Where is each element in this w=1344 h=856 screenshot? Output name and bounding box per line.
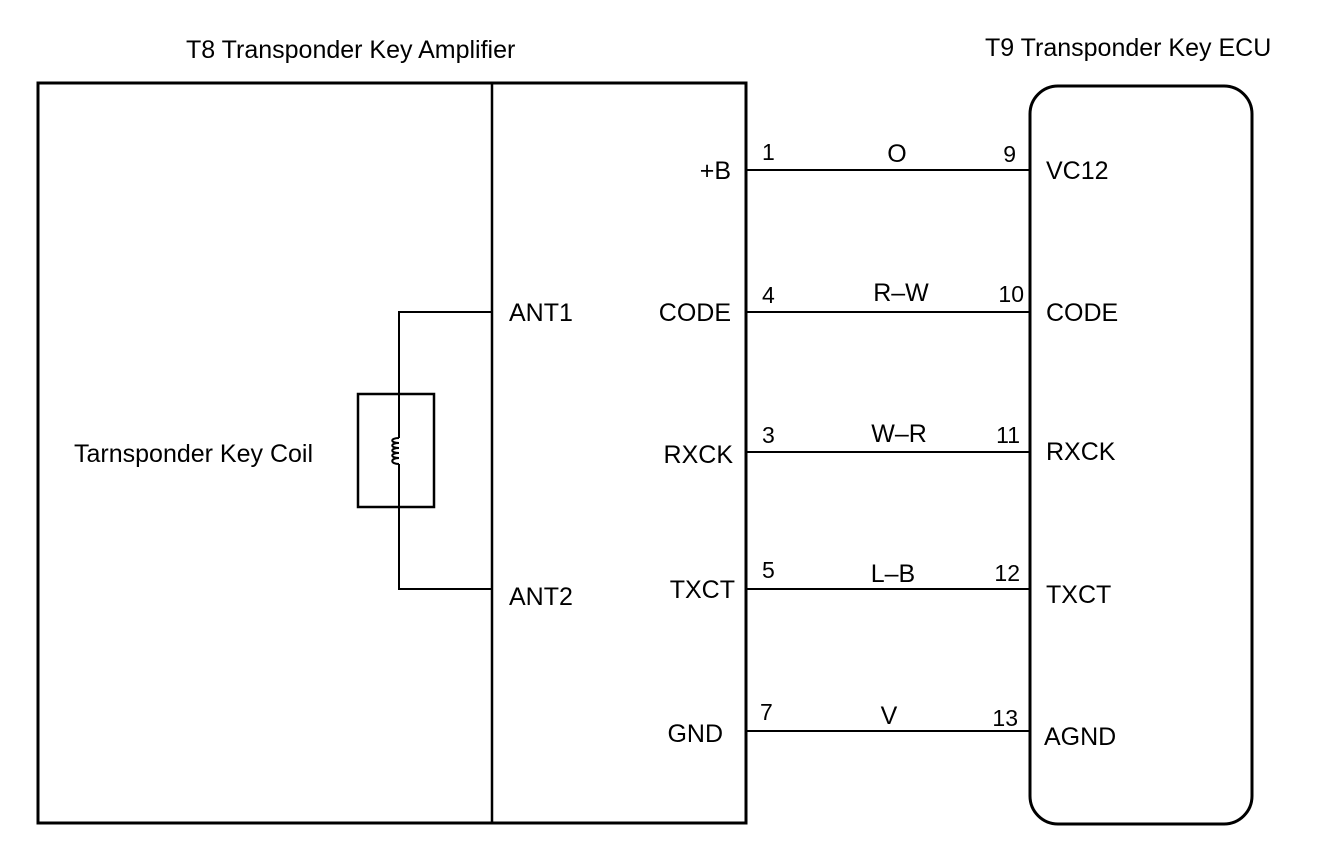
ecu-pin-number: 11: [996, 422, 1020, 448]
wire-row: GND 7 V 13 AGND: [667, 699, 1116, 751]
amp-pin-number: 1: [762, 139, 775, 165]
ecu-box: [1028, 84, 1254, 826]
amp-terminal-label: +B: [700, 157, 731, 185]
ecu-terminal-label: TXCT: [1046, 581, 1111, 609]
wire-color-code: W–R: [871, 420, 927, 448]
wire-color-code: R–W: [873, 279, 929, 307]
amp-terminal-label: RXCK: [664, 441, 734, 469]
wire-color-code: L–B: [871, 560, 915, 588]
ecu-terminal-label: AGND: [1044, 723, 1116, 751]
wire-row: CODE 4 R–W 10 CODE: [659, 279, 1118, 327]
amp-pin-number: 4: [762, 282, 775, 308]
ant1-label: ANT1: [509, 299, 573, 327]
wire-row: RXCK 3 W–R 11 RXCK: [664, 420, 1116, 469]
amp-terminal-label: CODE: [659, 299, 731, 327]
ant2-label: ANT2: [509, 583, 573, 611]
amp-terminal-label: GND: [667, 720, 723, 748]
ecu-terminal-label: VC12: [1046, 157, 1109, 185]
ecu-pin-number: 12: [994, 560, 1020, 586]
wire-row: TXCT 5 L–B 12 TXCT: [670, 557, 1112, 609]
coil-winding-icon: [391, 437, 400, 465]
coil-wire-ant2: [398, 464, 492, 590]
wire-row: +B 1 O 9 VC12: [700, 139, 1109, 185]
coil-label: Tarnsponder Key Coil: [74, 440, 313, 468]
ecu-pin-number: 10: [998, 281, 1024, 307]
ecu-terminal-label: RXCK: [1046, 438, 1116, 466]
wire-color-code: O: [887, 140, 906, 168]
wire-color-code: V: [881, 702, 898, 730]
ecu-title: T9 Transponder Key ECU: [985, 34, 1271, 62]
amplifier-title: T8 Transponder Key Amplifier: [186, 36, 515, 64]
amp-pin-number: 7: [760, 699, 773, 725]
amp-terminal-label: TXCT: [670, 576, 735, 604]
ecu-pin-number: 13: [992, 705, 1018, 731]
amp-pin-number: 5: [762, 557, 775, 583]
amp-pin-number: 3: [762, 422, 775, 448]
coil-wire-ant1: [398, 311, 492, 438]
ecu-pin-number: 9: [1003, 141, 1016, 167]
coil-box: [356, 392, 436, 509]
ecu-terminal-label: CODE: [1046, 299, 1118, 327]
